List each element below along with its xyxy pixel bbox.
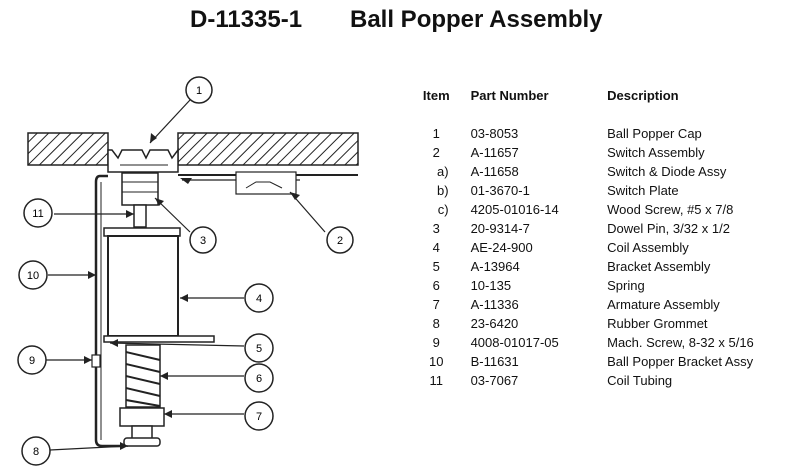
description-cell: Switch Assembly xyxy=(607,145,705,160)
table-row: 4 AE-24-900 Coil Assembly xyxy=(402,238,800,257)
table-row: 9 4008-01017-05 Mach. Screw, 8-32 x 5/16 xyxy=(402,333,800,352)
callout-6: 6 xyxy=(244,363,274,393)
ball-popper-cap xyxy=(107,147,179,173)
table-row: b) 01-3670-1 Switch Plate xyxy=(402,181,800,200)
description-cell: Spring xyxy=(607,278,645,293)
description-cell: Coil Assembly xyxy=(607,240,689,255)
description-cell: Rubber Grommet xyxy=(607,316,708,331)
callout-4: 4 xyxy=(244,283,274,313)
part-number-cell: 20-9314-7 xyxy=(470,221,530,236)
svg-text:10: 10 xyxy=(27,270,39,282)
ball-popper-bracket xyxy=(94,174,120,448)
callout-2: 2 xyxy=(326,226,354,254)
svg-text:6: 6 xyxy=(256,373,262,385)
item-cell: 9 xyxy=(432,335,440,350)
item-cell: 5 xyxy=(432,259,440,274)
part-number-cell: B-11631 xyxy=(470,354,519,369)
description-cell: Coil Tubing xyxy=(607,373,673,388)
description-cell: Dowel Pin, 3/32 x 1/2 xyxy=(607,221,730,236)
svg-text:8: 8 xyxy=(33,446,39,458)
item-cell: 1 xyxy=(432,126,440,141)
table-row: 2 A-11657 Switch Assembly xyxy=(402,143,800,162)
svg-text:5: 5 xyxy=(256,343,262,355)
page-title: Ball Popper Assembly xyxy=(350,6,603,33)
table-row: 7 A-11336 Armature Assembly xyxy=(402,295,800,314)
column-header-description: Description xyxy=(607,88,679,103)
part-number-cell: 03-8053 xyxy=(470,126,519,141)
item-cell: 6 xyxy=(432,278,440,293)
description-cell: Switch & Diode Assy xyxy=(607,164,727,179)
document-number: D-11335-1 xyxy=(190,6,303,33)
item-cell: b) xyxy=(437,183,449,198)
svg-text:2: 2 xyxy=(337,235,343,247)
description-cell: Bracket Assembly xyxy=(607,259,711,274)
svg-text:9: 9 xyxy=(29,355,35,367)
svg-text:3: 3 xyxy=(200,235,206,247)
item-cell: 11 xyxy=(429,373,444,388)
armature-top xyxy=(121,172,159,228)
svg-text:1: 1 xyxy=(196,85,202,97)
table-row: c) 4205-01016-14 Wood Screw, #5 x 7/8 xyxy=(402,200,800,219)
callout-10: 10 xyxy=(18,260,48,290)
column-header-item: Item xyxy=(422,88,450,103)
title-row: D-11335-1 Ball Popper Assembly xyxy=(0,6,800,36)
parts-table: Item Part Number Description 1 03-8053 B… xyxy=(402,88,800,390)
part-number-cell: 01-3670-1 xyxy=(470,183,530,198)
mach-screw xyxy=(91,354,101,368)
switch-assembly xyxy=(178,171,358,195)
armature-assembly xyxy=(119,407,165,447)
part-number-cell: 10-135 xyxy=(470,278,512,293)
svg-text:11: 11 xyxy=(32,208,43,220)
item-cell: 10 xyxy=(429,354,444,369)
callout-7: 7 xyxy=(244,401,274,431)
table-row: 11 03-7067 Coil Tubing xyxy=(402,371,800,390)
part-number-cell: A-11336 xyxy=(470,297,519,312)
item-cell: 3 xyxy=(432,221,440,236)
item-cell: a) xyxy=(437,164,449,179)
description-cell: Switch Plate xyxy=(607,183,679,198)
callout-9: 9 xyxy=(17,345,47,375)
callout-8: 8 xyxy=(21,436,51,466)
part-number-cell: 4008-01017-05 xyxy=(470,335,559,350)
item-cell: 4 xyxy=(432,240,440,255)
part-number-cell: A-13964 xyxy=(470,259,520,274)
callout-1: 1 xyxy=(185,76,213,104)
part-number-cell: 03-7067 xyxy=(470,373,519,388)
item-cell: c) xyxy=(437,202,449,217)
callout-3: 3 xyxy=(189,226,217,254)
table-row: 10 B-11631 Ball Popper Bracket Assy xyxy=(402,352,800,371)
svg-text:7: 7 xyxy=(256,411,262,423)
part-number-cell: A-11657 xyxy=(470,145,519,160)
part-number-cell: A-11658 xyxy=(470,164,519,179)
table-row: 1 03-8053 Ball Popper Cap xyxy=(402,124,800,143)
item-cell: 2 xyxy=(432,145,440,160)
description-cell: Wood Screw, #5 x 7/8 xyxy=(607,202,734,217)
item-cell: 8 xyxy=(432,316,440,331)
table-row: 6 10-135 Spring xyxy=(402,276,800,295)
callout-11: 11 xyxy=(23,198,53,228)
description-cell: Mach. Screw, 8-32 x 5/16 xyxy=(607,335,754,350)
spring xyxy=(125,344,161,408)
table-row: 5 A-13964 Bracket Assembly xyxy=(402,257,800,276)
description-cell: Ball Popper Bracket Assy xyxy=(607,354,754,369)
leader-arrowheads xyxy=(84,133,300,450)
description-cell: Armature Assembly xyxy=(607,297,720,312)
playfield-section xyxy=(27,132,359,166)
table-row: 8 23-6420 Rubber Grommet xyxy=(402,314,800,333)
part-number-cell: 4205-01016-14 xyxy=(470,202,559,217)
table-header-row: Item Part Number Description xyxy=(402,88,800,124)
part-number-cell: AE-24-900 xyxy=(470,240,533,255)
coil-assembly xyxy=(103,227,215,343)
table-row: a) A-11658 Switch & Diode Assy xyxy=(402,162,800,181)
item-cell: 7 xyxy=(432,297,440,312)
column-header-part-number: Part Number xyxy=(470,88,549,103)
table-row: 3 20-9314-7 Dowel Pin, 3/32 x 1/2 xyxy=(402,219,800,238)
svg-text:4: 4 xyxy=(256,293,262,305)
part-number-cell: 23-6420 xyxy=(470,316,519,331)
callout-5: 5 xyxy=(244,333,274,363)
description-cell: Ball Popper Cap xyxy=(607,126,702,141)
